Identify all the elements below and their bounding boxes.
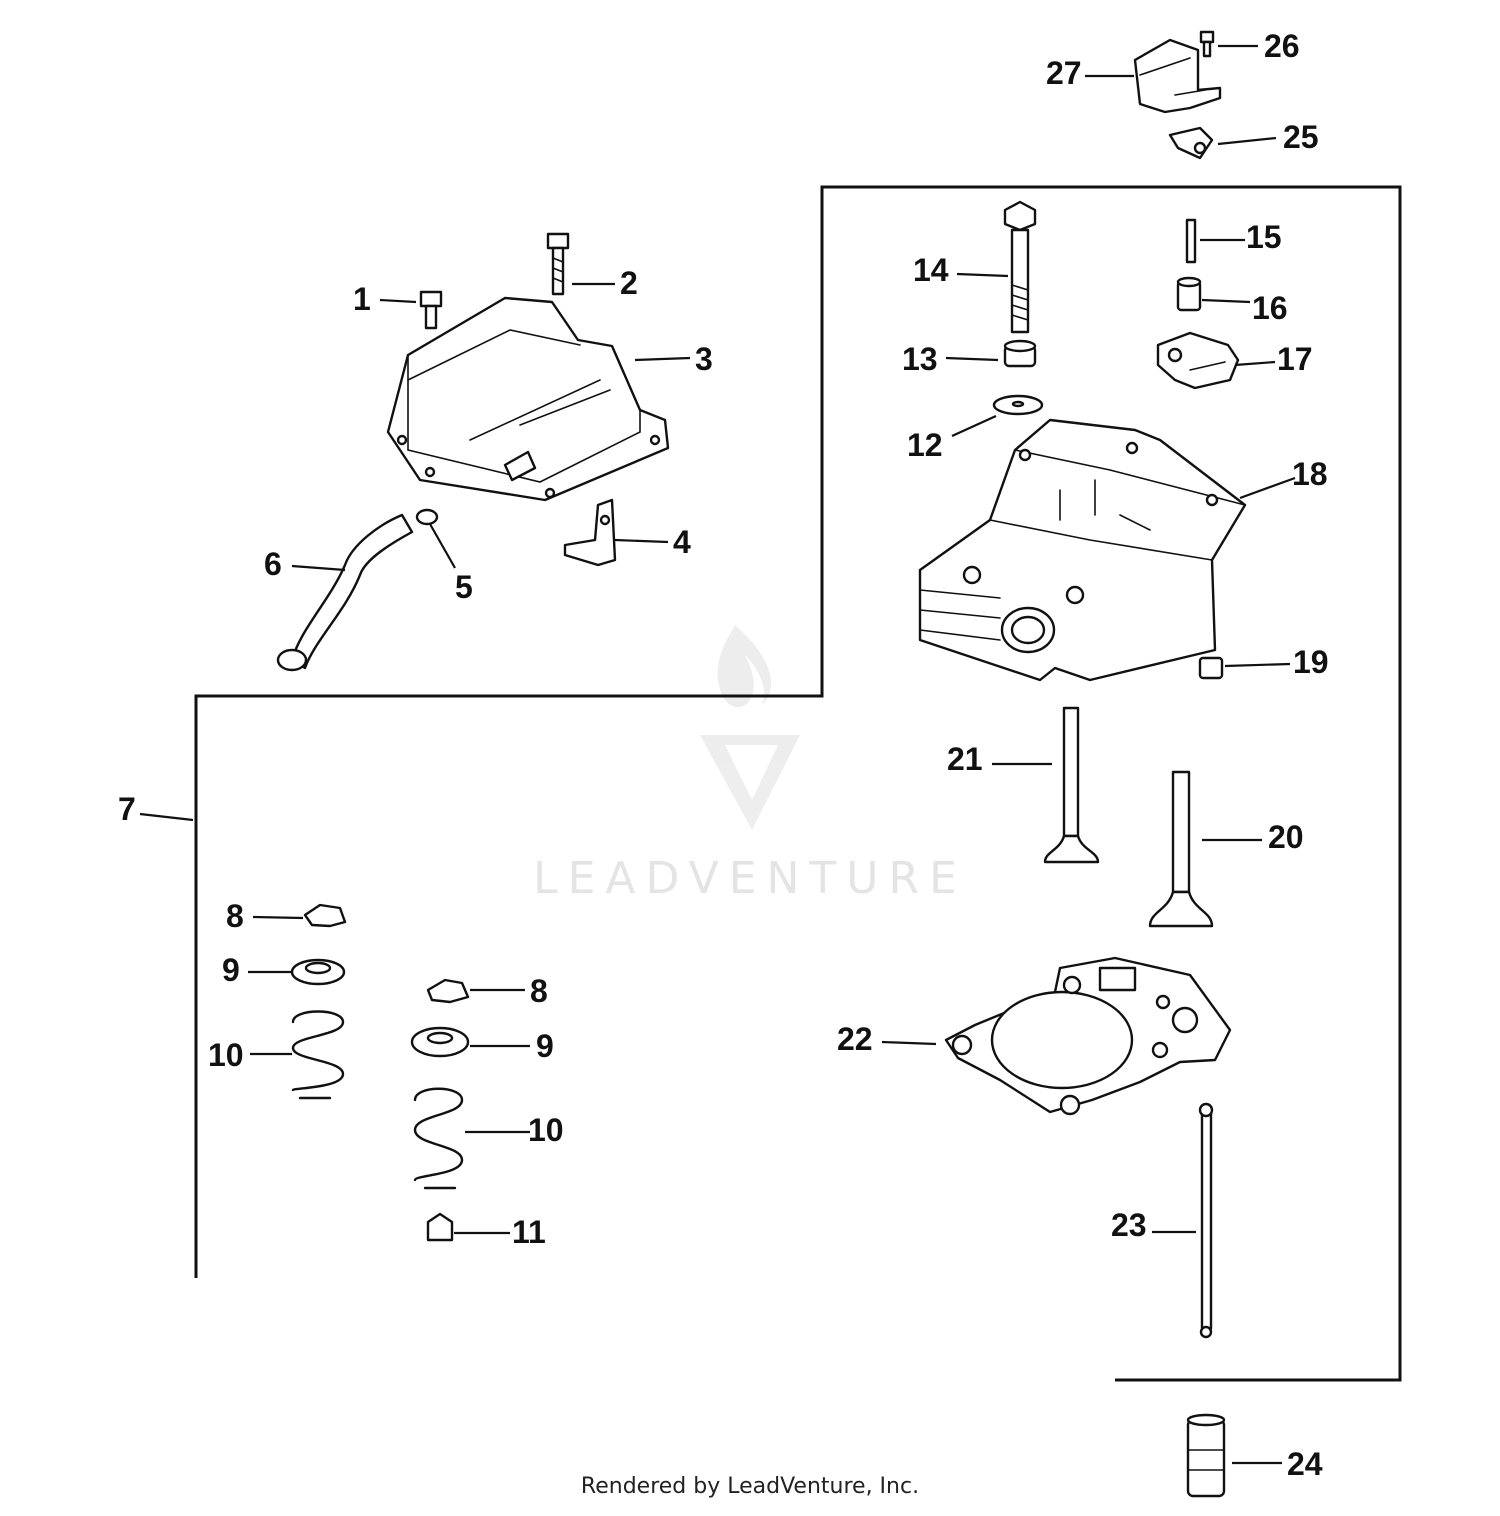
spring-part-10a	[291, 1010, 345, 1100]
callout-9b: 9	[536, 1028, 554, 1064]
callout-13: 13	[902, 341, 938, 377]
group-frame-7	[194, 185, 1402, 1382]
callout-10b: 10	[528, 1112, 564, 1148]
callout-16: 16	[1252, 290, 1288, 326]
head-bolt-part-14	[1003, 200, 1037, 334]
callout-2: 2	[620, 265, 638, 301]
callout-12: 12	[907, 427, 943, 463]
callout-27: 27	[1046, 55, 1082, 91]
callout-20: 20	[1268, 819, 1304, 855]
valve-part-21	[1043, 706, 1100, 864]
washer-part-12	[992, 394, 1044, 416]
watermark-text: LEADVENTURE	[533, 853, 967, 904]
valve-part-20	[1148, 770, 1214, 928]
retainer-part-9b	[410, 1026, 470, 1058]
callout-8a: 8	[226, 898, 244, 934]
bracket-part-4	[563, 498, 617, 567]
callout-17: 17	[1277, 341, 1313, 377]
callout-1: 1	[353, 281, 371, 317]
callout-26: 26	[1264, 28, 1300, 64]
pin-part-15	[1185, 218, 1197, 264]
footer-credit: Rendered by LeadVenture, Inc.	[580, 1474, 920, 1499]
keeper-part-8a	[303, 903, 347, 928]
callout-10a: 10	[208, 1037, 244, 1073]
keeper-part-8b	[426, 978, 470, 1004]
bracket-part-27	[1133, 38, 1222, 114]
callout-5: 5	[455, 569, 473, 605]
callout-6: 6	[264, 546, 282, 582]
callout-18: 18	[1292, 456, 1328, 492]
retainer-part-9a	[290, 958, 346, 986]
callout-4: 4	[673, 524, 691, 560]
rocker-arm-part-17	[1156, 331, 1240, 390]
callout-15: 15	[1246, 219, 1282, 255]
screw-part-2	[546, 232, 570, 296]
callout-9a: 9	[222, 952, 240, 988]
callout-3: 3	[695, 341, 713, 377]
valve-cover-part-3	[386, 296, 670, 502]
callout-25: 25	[1283, 119, 1319, 155]
leader-lines	[139, 44, 1296, 1465]
callout-14: 14	[913, 252, 949, 288]
pivot-part-16	[1176, 276, 1202, 312]
callout-24: 24	[1287, 1446, 1323, 1482]
watermark-logo	[700, 625, 800, 830]
callout-labels: 1 2 3 4 5 6 7 8 9 10 8 9 10 11 12 13 14 …	[118, 28, 1329, 1482]
lifter-part-24	[1186, 1413, 1226, 1498]
callout-19: 19	[1293, 644, 1329, 680]
screw-part-1	[419, 290, 443, 330]
spring-part-10b	[413, 1087, 464, 1190]
push-rod-part-23	[1198, 1102, 1214, 1339]
callout-11: 11	[512, 1214, 546, 1250]
spacer-part-13	[1003, 339, 1037, 368]
cylinder-head-part-18	[918, 418, 1247, 682]
callout-8b: 8	[530, 973, 548, 1009]
seal-part-19	[1198, 656, 1224, 680]
callout-23: 23	[1111, 1207, 1147, 1243]
clip-part-25	[1168, 126, 1214, 160]
clamp-part-5	[415, 508, 439, 526]
callout-21: 21	[947, 741, 983, 777]
seal-part-11	[426, 1212, 454, 1242]
callout-7: 7	[118, 791, 136, 827]
screw-part-26	[1199, 30, 1215, 58]
gasket-part-22	[944, 956, 1232, 1116]
callout-22: 22	[837, 1021, 873, 1057]
breather-hose-part-6	[276, 513, 414, 672]
